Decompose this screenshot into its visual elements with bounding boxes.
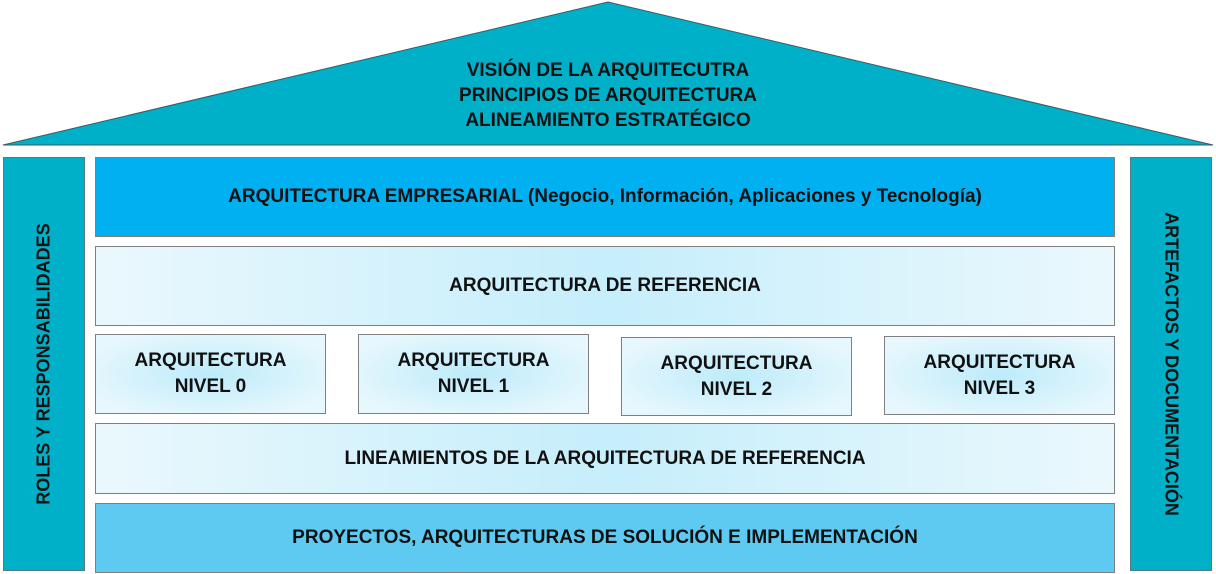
level-box-3: ARQUITECTURA NIVEL 3: [884, 336, 1115, 415]
level-title: ARQUITECTURA: [660, 352, 813, 374]
pillar-roles-label: ROLES Y RESPONSABILIDADES: [33, 223, 54, 505]
level-label: NIVEL 3: [963, 377, 1036, 399]
layer-proyectos: PROYECTOS, ARQUITECTURAS DE SOLUCIÓN E I…: [95, 503, 1115, 573]
pillar-artefactos-label: ARTEFACTOS Y DOCUMENTACIÓN: [1161, 212, 1182, 516]
level-box-2: ARQUITECTURA NIVEL 2: [621, 337, 852, 416]
roof-text: VISIÓN DE LA ARQUITECUTRA PRINCIPIOS DE …: [308, 58, 908, 133]
roof-line-principios: PRINCIPIOS DE ARQUITECTURA: [458, 85, 758, 106]
layer-lineamientos-label: LINEAMIENTOS DE LA ARQUITECTURA DE REFER…: [344, 447, 866, 469]
layer-empresarial: ARQUITECTURA EMPRESARIAL (Negocio, Infor…: [95, 157, 1115, 237]
layer-empresarial-label: ARQUITECTURA EMPRESARIAL (Negocio, Infor…: [228, 186, 982, 207]
level-label: NIVEL 2: [700, 378, 773, 400]
level-box-1: ARQUITECTURA NIVEL 1: [358, 334, 589, 414]
roof: [2, 1, 1214, 146]
level-title: ARQUITECTURA: [397, 350, 550, 371]
level-box-0: ARQUITECTURA NIVEL 0: [95, 334, 326, 414]
pillar-artefactos: ARTEFACTOS Y DOCUMENTACIÓN: [1130, 157, 1212, 571]
level-title: ARQUITECTURA: [134, 350, 287, 371]
level-title: ARQUITECTURA: [923, 351, 1076, 373]
layer-referencia: ARQUITECTURA DE REFERENCIA: [95, 246, 1115, 326]
roof-line-vision: VISIÓN DE LA ARQUITECUTRA: [466, 60, 750, 81]
layer-proyectos-label: PROYECTOS, ARQUITECTURAS DE SOLUCIÓN E I…: [292, 527, 918, 548]
roof-line-alineamiento: ALINEAMIENTO ESTRATÉGICO: [465, 110, 751, 131]
level-label: NIVEL 0: [174, 376, 247, 397]
layer-lineamientos: LINEAMIENTOS DE LA ARQUITECTURA DE REFER…: [95, 423, 1115, 494]
pillar-roles: ROLES Y RESPONSABILIDADES: [3, 157, 85, 571]
layer-referencia-label: ARQUITECTURA DE REFERENCIA: [449, 275, 761, 296]
level-label: NIVEL 1: [437, 376, 510, 397]
